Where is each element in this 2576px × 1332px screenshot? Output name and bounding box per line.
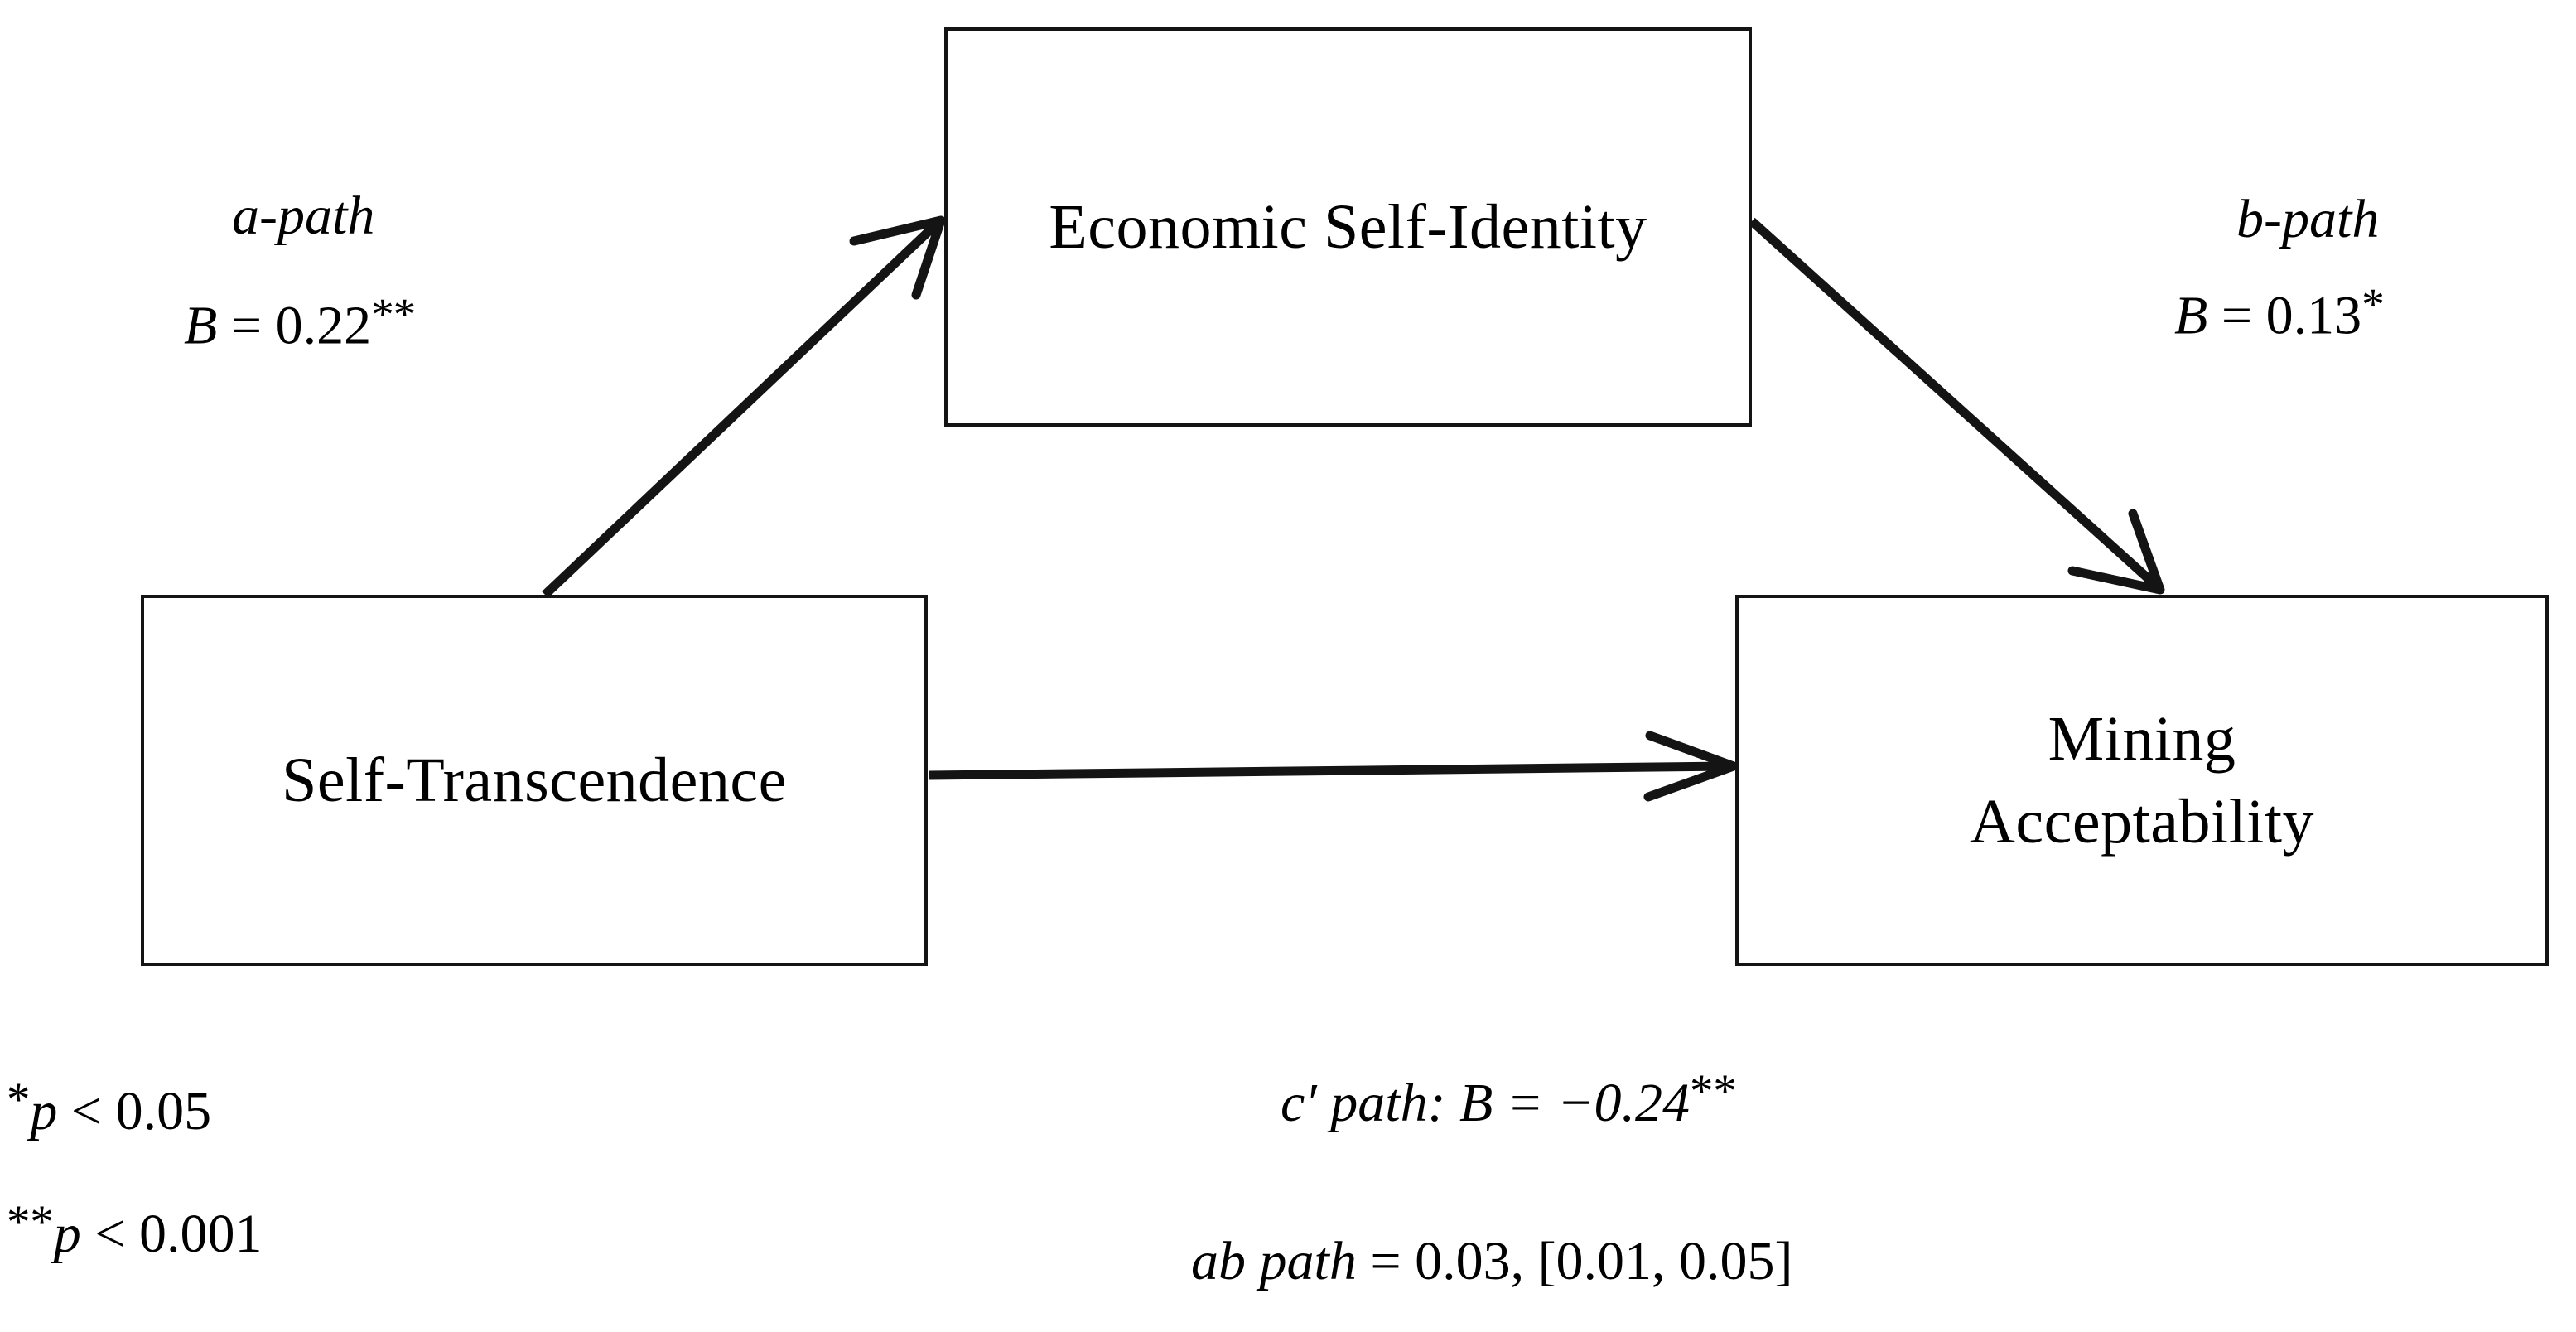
ab-path-prefix: ab path: [1191, 1231, 1357, 1291]
node-outcome-label: Mining Acceptability: [1970, 703, 2314, 857]
a-path-arrow: [542, 215, 946, 598]
a-path-coefficient-label: B = 0.22**: [184, 289, 416, 356]
a-path-equals: =: [217, 295, 276, 356]
a-path-coefficient-symbol: B: [184, 295, 218, 356]
a-path-name-label: a-path: [232, 189, 374, 244]
b-path-arrow: [1749, 217, 2165, 595]
a-path-value: 0.22: [275, 295, 372, 356]
ab-path-equals: =: [1356, 1231, 1416, 1291]
footnote-p-symbol-single: p: [30, 1081, 58, 1142]
c-prime-value: −0.24: [1556, 1073, 1690, 1134]
footnote-p-value-double: < 0.001: [80, 1204, 263, 1265]
footnote-p-symbol-double: p: [53, 1204, 81, 1265]
b-path-significance-stars: *: [2361, 279, 2385, 330]
c-prime-path-summary-label: c′ path: B = −0.24**: [1281, 1068, 1737, 1134]
c-prime-path-arrow: [929, 731, 1739, 802]
footnote-single-star: *: [7, 1074, 31, 1126]
c-prime-prefix: c′ path:: [1281, 1073, 1460, 1134]
node-outcome-mining-acceptability[interactable]: Mining Acceptability: [1735, 595, 2549, 966]
ab-path-summary-label: ab path = 0.03, [0.01, 0.05]: [1191, 1234, 1793, 1289]
b-path-value: 0.13: [2265, 285, 2362, 346]
node-mediator-label: Economic Self-Identity: [1049, 191, 1647, 262]
a-path-significance-stars: **: [371, 289, 416, 340]
c-prime-equals: =: [1493, 1073, 1557, 1134]
a-path-name-text: a-path: [232, 186, 375, 246]
footnote-p-value-single: < 0.05: [57, 1081, 212, 1142]
node-mediator-economic-self-identity[interactable]: Economic Self-Identity: [944, 27, 1752, 427]
ab-path-value: 0.03: [1415, 1231, 1511, 1291]
footnote-p-less-than-005: *p < 0.05: [7, 1074, 212, 1142]
b-path-coefficient-label: B = 0.13*: [2174, 279, 2385, 346]
b-path-coefficient-symbol: B: [2174, 285, 2208, 346]
node-predictor-label: Self-Transcendence: [282, 745, 787, 815]
b-path-name-text: b-path: [2236, 189, 2380, 249]
footnote-p-less-than-0001: **p < 0.001: [7, 1199, 262, 1262]
node-predictor-self-transcendence[interactable]: Self-Transcendence: [141, 595, 928, 966]
footnote-double-star: **: [7, 1196, 54, 1248]
ab-path-confidence-interval: , [0.01, 0.05]: [1510, 1231, 1793, 1291]
b-path-name-label: b-path: [2236, 192, 2379, 247]
c-prime-coefficient-symbol: B: [1459, 1073, 1493, 1134]
b-path-equals: =: [2207, 285, 2266, 346]
c-prime-significance-stars: **: [1689, 1065, 1737, 1117]
